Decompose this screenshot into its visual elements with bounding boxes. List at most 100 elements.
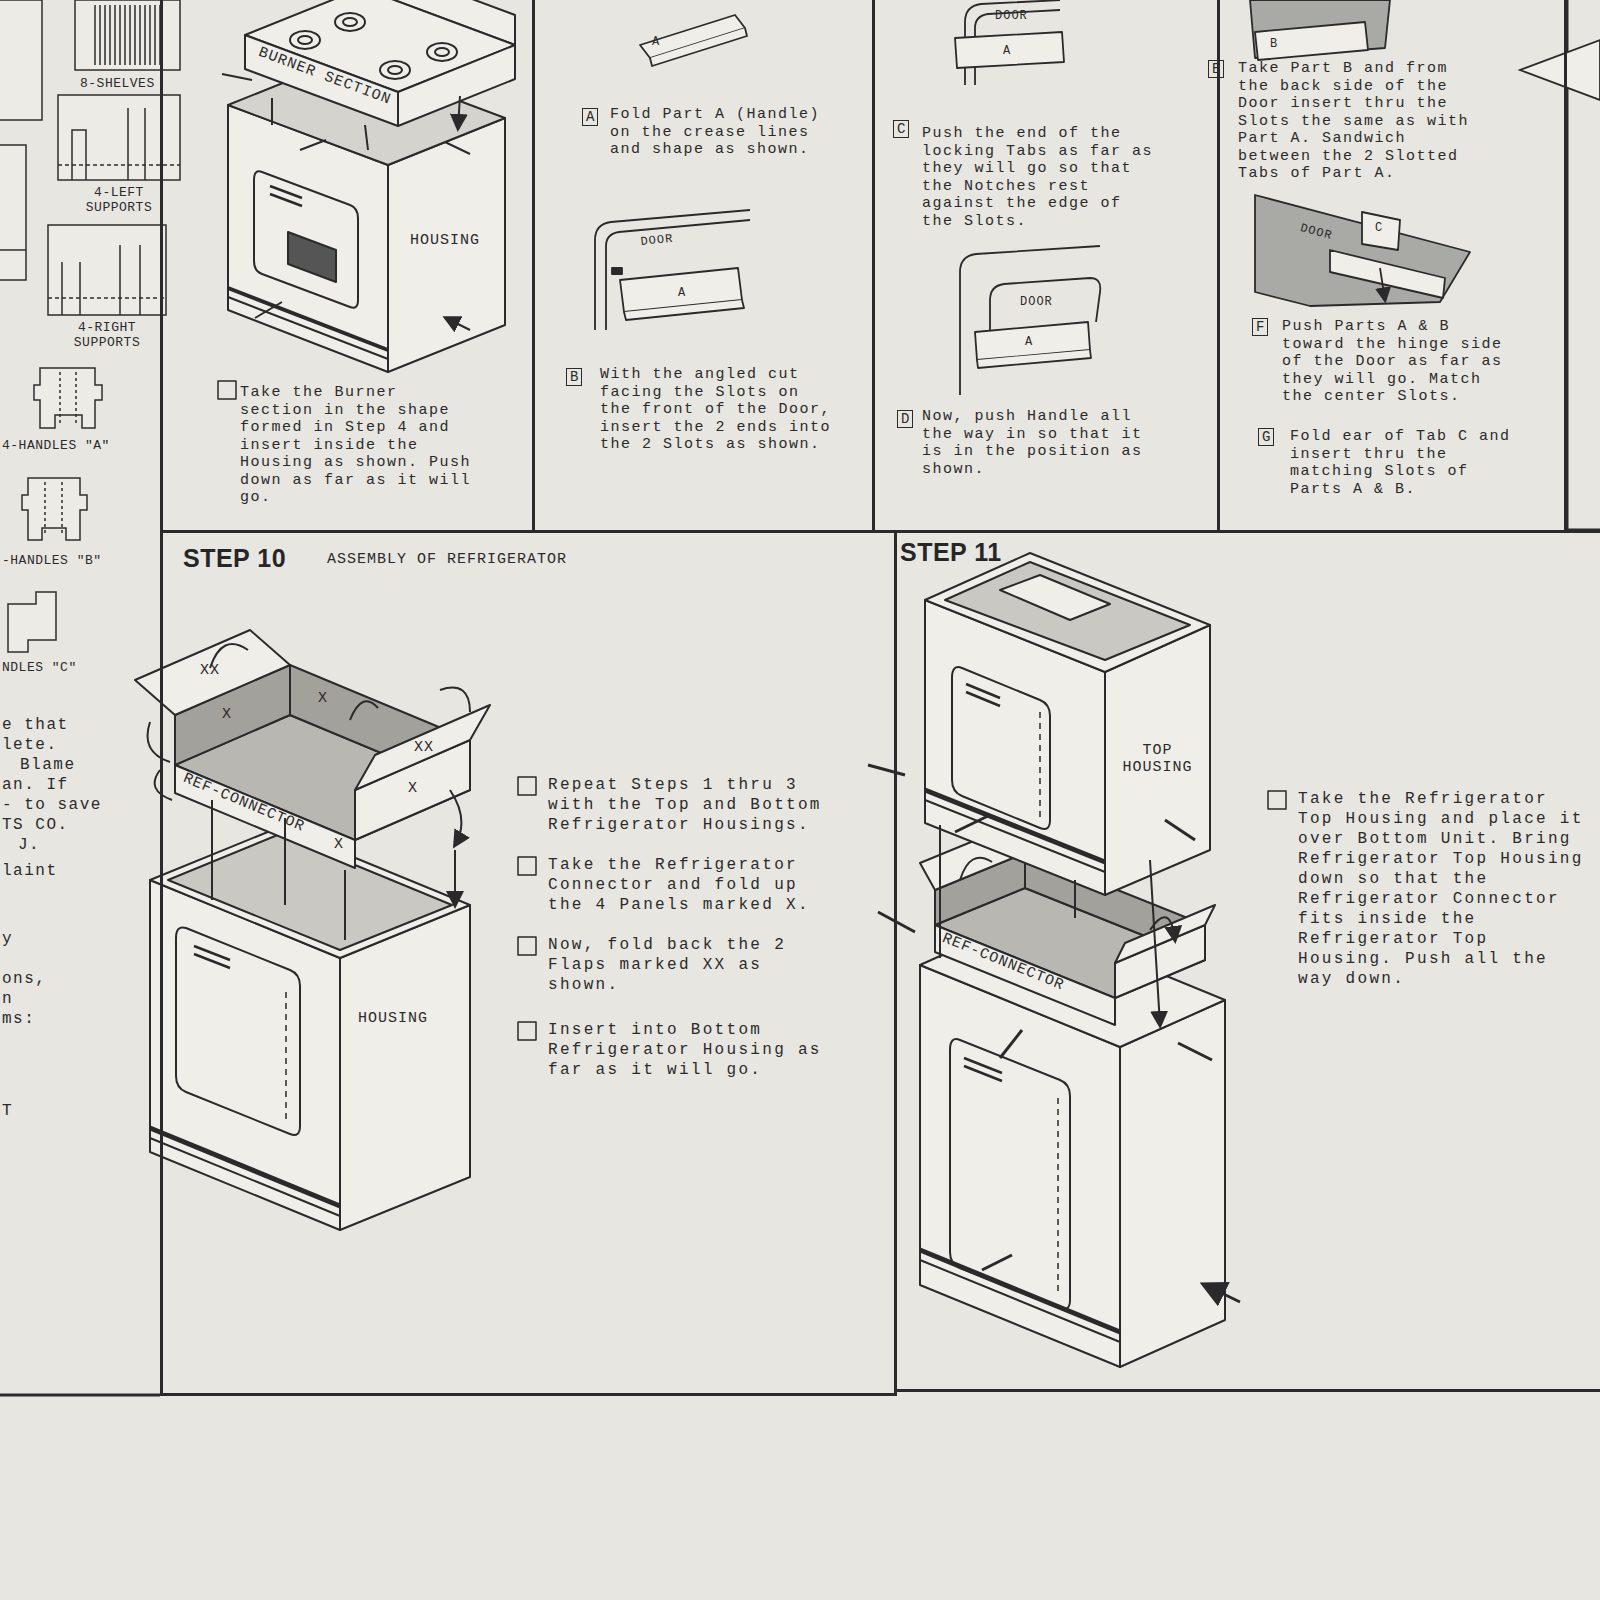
- part-name: 4-LEFT SUPPORTS: [58, 185, 180, 215]
- instruction-text: Take the Refrigerator Connector and fold…: [548, 855, 840, 915]
- substep-letter: A: [582, 108, 598, 126]
- fold-mark: XX: [414, 739, 434, 756]
- substep-letter: G: [1258, 428, 1274, 446]
- stove-drawing: [435, 48, 449, 56]
- refrigerator-stack-drawing: [966, 684, 1000, 706]
- part-label: A: [1003, 45, 1011, 58]
- stove-drawing: [335, 13, 365, 31]
- step-subtitle: ASSEMBLY OF REFRIGERATOR: [327, 551, 567, 568]
- refrigerator-stack-drawing: [925, 790, 1105, 862]
- refrigerator-stack-drawing: [925, 800, 1105, 872]
- refrigerator-stack-drawing: [935, 925, 1115, 1025]
- stove-drawing: [270, 186, 302, 206]
- handle-lock-drawing: [977, 350, 1091, 368]
- part-label: A: [1025, 336, 1033, 349]
- refrigerator-connector-drawing: [148, 644, 471, 845]
- stove-drawing: [388, 66, 402, 74]
- bottom-rule: [0, 1394, 160, 1397]
- refrigerator-stack-drawing: [925, 553, 1210, 672]
- refrigerator-connector-drawing: [176, 927, 300, 1135]
- part-label: A: [652, 36, 660, 49]
- partial-drawing: [1520, 40, 1600, 100]
- handle-b-drawing: [1380, 268, 1385, 300]
- fold-mark: X: [222, 706, 232, 723]
- refrigerator-stack-drawing: [945, 562, 1190, 660]
- stove-drawing: [380, 61, 410, 79]
- stove-drawing: [290, 31, 320, 49]
- refrigerator-connector-drawing: [285, 992, 287, 1122]
- part-name: 8-SHELVES: [80, 76, 155, 91]
- refrigerator-stack-drawing: [1039, 712, 1041, 822]
- note-fragment: T: [2, 1102, 13, 1120]
- refrigerator-stack-drawing: [1000, 575, 1110, 620]
- refrigerator-connector-drawing: [135, 630, 290, 715]
- handle-a-drawing: [650, 28, 747, 66]
- instruction-panel: Push the end of the locking Tabs as far …: [875, 0, 1220, 532]
- handle-b-drawing: [1255, 22, 1368, 60]
- refrigerator-stack-drawing: [920, 1250, 1120, 1332]
- part-label: B: [1270, 38, 1278, 51]
- parts-drawings: [72, 108, 145, 180]
- refrigerator-stack-drawing: [1115, 905, 1215, 963]
- note-fragment: lete.: [2, 736, 58, 754]
- fold-mark: X: [334, 836, 344, 853]
- refrigerator-connector-drawing: [168, 834, 452, 950]
- substep-letter: C: [893, 120, 909, 138]
- refrigerator-connector-drawing: [150, 1138, 340, 1216]
- refrigerator-connector-drawing: [518, 857, 536, 875]
- handle-b-drawing: [1330, 250, 1445, 298]
- stove-drawing: [245, 35, 398, 126]
- part-label: HOUSING: [410, 232, 480, 249]
- instruction-text: Take the Burner section in the shape for…: [240, 384, 480, 507]
- parts-drawings: [34, 368, 102, 428]
- partial-drawing: [1520, 40, 1600, 100]
- handle-lock-drawing: [960, 246, 1100, 395]
- stove-drawing: [298, 36, 312, 44]
- parts-drawings: [0, 0, 180, 652]
- part-label: DOOR: [1020, 296, 1053, 309]
- substep-letter: E: [1208, 60, 1224, 78]
- stove-drawing: [218, 381, 236, 399]
- note-fragment: laint: [2, 862, 58, 880]
- part-label: DOOR: [640, 233, 674, 249]
- part-name: -HANDLES "B": [2, 553, 102, 568]
- handle-b-drawing: [1362, 212, 1400, 250]
- refrigerator-connector-drawing: [212, 800, 455, 940]
- part-label: C: [1375, 222, 1383, 235]
- part-label: HOUSING: [358, 1010, 428, 1027]
- fold-mark: X: [318, 690, 328, 707]
- handle-lock-drawing: [955, 32, 1064, 68]
- substep-letter: D: [897, 410, 913, 428]
- stove-drawing: [272, 96, 460, 150]
- part-name: NDLES "C": [2, 660, 77, 675]
- stove-drawing: [254, 171, 358, 307]
- handle-a-drawing: [612, 268, 622, 274]
- instruction-panel: Take Part B and from the back side of th…: [1220, 0, 1567, 532]
- handle-a-drawing: [595, 15, 750, 330]
- refrigerator-stack-drawing: [1120, 1000, 1225, 1367]
- stove-drawing: [228, 288, 388, 350]
- stove-drawing: [228, 297, 388, 359]
- part-name: 4-RIGHT SUPPORTS: [48, 320, 166, 350]
- part-name: 4-HANDLES "A": [2, 438, 110, 453]
- parts-drawings: [60, 372, 76, 424]
- refrigerator-connector-drawing: [518, 937, 536, 955]
- instruction-text: Repeat Steps 1 thru 3 with the Top and B…: [548, 775, 840, 835]
- parts-drawings: [0, 145, 26, 280]
- handle-b-drawing: [1255, 195, 1470, 306]
- step-heading: STEP 10: [183, 544, 286, 573]
- refrigerator-stack-drawing: [964, 1058, 1002, 1081]
- note-fragment: an. If: [2, 776, 69, 794]
- instruction-text: Fold Part A (Handle) on the crease lines…: [610, 106, 842, 159]
- refrigerator-stack-drawing: [940, 825, 1160, 1025]
- fold-mark: XX: [200, 662, 220, 679]
- fold-mark: X: [408, 780, 418, 797]
- stove-drawing: [218, 0, 515, 399]
- note-fragment: y: [2, 930, 13, 948]
- refrigerator-connector-drawing: [518, 777, 536, 795]
- refrigerator-connector-drawing: [135, 630, 536, 1230]
- instruction-text: With the angled cut facing the Slots on …: [600, 366, 838, 454]
- refrigerator-connector-drawing: [355, 705, 490, 790]
- stove-drawing: [222, 74, 470, 330]
- parts-drawings: [8, 592, 56, 652]
